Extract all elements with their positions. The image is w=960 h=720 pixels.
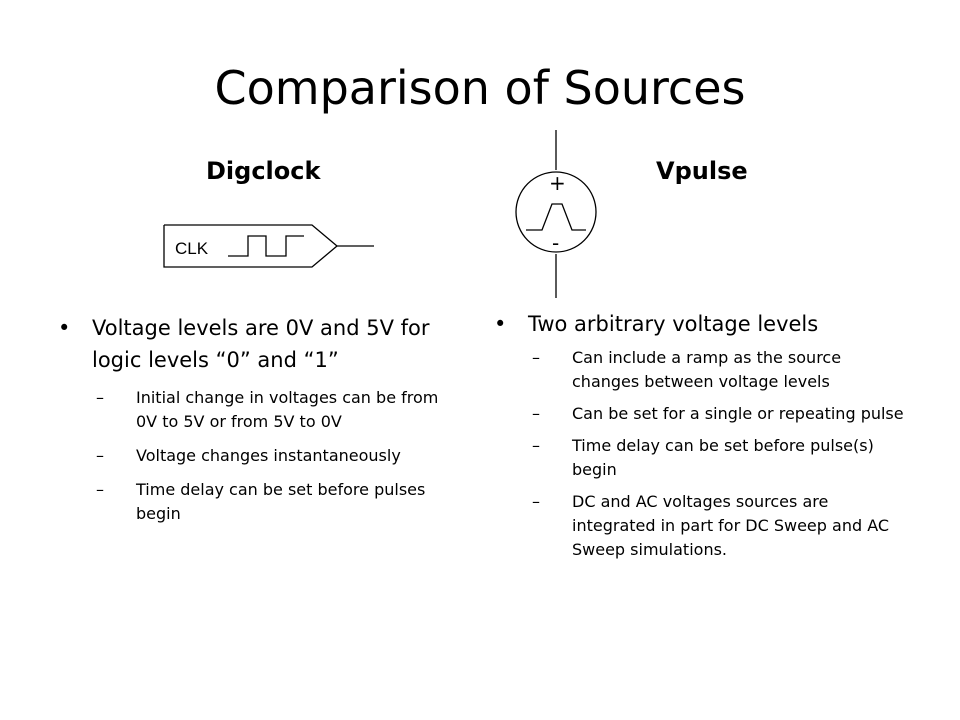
sub-item-text: Initial change in voltages can be from 0…: [136, 388, 439, 431]
list-item: – Voltage changes instantaneously: [92, 444, 458, 468]
digclock-sub-list: – Initial change in voltages can be from…: [92, 386, 458, 526]
plus-terminal-label: +: [549, 171, 566, 195]
pulse-voltage-source-icon: + -: [515, 130, 597, 298]
bullet-marker: •: [494, 312, 507, 336]
clk-label: CLK: [175, 239, 209, 258]
dash-marker: –: [96, 480, 104, 499]
dash-marker: –: [532, 436, 540, 455]
digclock-bullet-list: • Voltage levels are 0V and 5V for logic…: [58, 312, 458, 536]
vpulse-main-bullet: • Two arbitrary voltage levels – Can inc…: [494, 308, 904, 562]
list-item: – Time delay can be set before pulse(s) …: [528, 434, 904, 482]
list-item: – Can include a ramp as the source chang…: [528, 346, 904, 394]
list-item: – Can be set for a single or repeating p…: [528, 402, 904, 426]
vpulse-main-text: Two arbitrary voltage levels: [528, 312, 819, 336]
dash-marker: –: [532, 492, 540, 511]
sub-item-text: Time delay can be set before pulse(s) be…: [572, 436, 874, 479]
vpulse-bullet-list: • Two arbitrary voltage levels – Can inc…: [494, 308, 904, 570]
slide-title: Comparison of Sources: [214, 61, 746, 115]
vpulse-sub-list: – Can include a ramp as the source chang…: [528, 346, 904, 562]
sub-item-text: Can include a ramp as the source changes…: [572, 348, 842, 391]
list-item: – Initial change in voltages can be from…: [92, 386, 458, 434]
dash-marker: –: [532, 404, 540, 423]
digclock-main-text: Voltage levels are 0V and 5V for logic l…: [92, 316, 430, 372]
sub-item-text: Time delay can be set before pulses begi…: [136, 480, 426, 523]
bullet-marker: •: [58, 316, 71, 340]
list-item: – DC and AC voltages sources are integra…: [528, 490, 904, 562]
dash-marker: –: [532, 348, 540, 367]
digital-clock-source-icon: CLK: [163, 224, 374, 268]
sub-item-text: Voltage changes instantaneously: [136, 446, 401, 465]
digclock-main-bullet: • Voltage levels are 0V and 5V for logic…: [58, 312, 458, 526]
sub-item-text: Can be set for a single or repeating pul…: [572, 404, 904, 423]
list-item: – Time delay can be set before pulses be…: [92, 478, 458, 526]
vpulse-heading: Vpulse: [656, 157, 748, 185]
sub-item-text: DC and AC voltages sources are integrate…: [572, 492, 890, 559]
minus-terminal-label: -: [552, 231, 559, 255]
digclock-heading: Digclock: [206, 157, 321, 185]
dash-marker: –: [96, 446, 104, 465]
dash-marker: –: [96, 388, 104, 407]
